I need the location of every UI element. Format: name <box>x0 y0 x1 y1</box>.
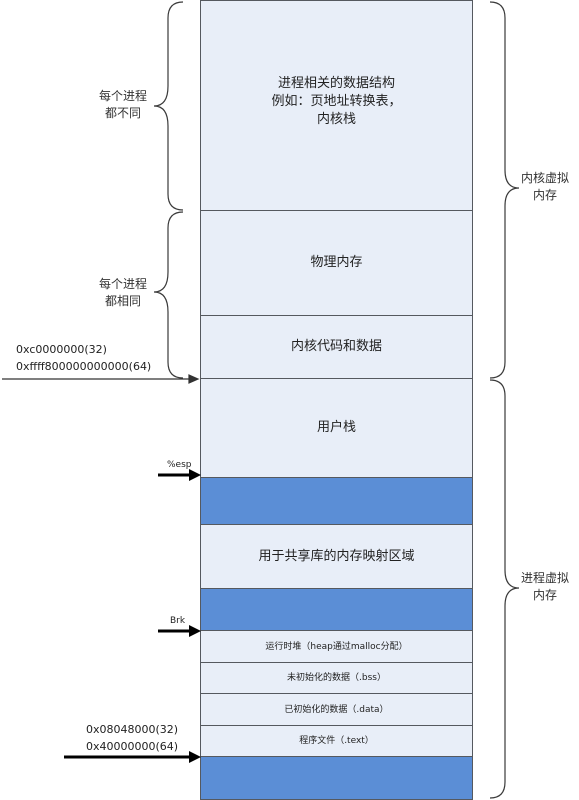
right-brace-process-virtual <box>489 379 520 799</box>
esp-pointer-label: %esp <box>167 460 192 470</box>
user-stack-block: 用户栈 <box>200 378 473 478</box>
text-base-address: 0x08048000(32) 0x40000000(64) <box>86 723 179 753</box>
shared-library-label: 用于共享库的内存映射区域 <box>258 548 415 564</box>
data-label: 已初始化的数据（.data） <box>284 704 389 715</box>
kernel-code-block: 内核代码和数据 <box>200 315 473 379</box>
kernel-code-label: 内核代码和数据 <box>290 339 382 354</box>
esp-arrowhead <box>189 469 201 481</box>
kernel-base-address: 0xc0000000(32) 0xffff800000000000(64) <box>16 343 152 373</box>
low-unmapped-region <box>200 756 473 800</box>
bss-label: 未初始化的数据（.bss） <box>287 673 386 683</box>
heap-free-region <box>200 588 473 631</box>
right-brace-kernel-virtual <box>489 1 520 379</box>
text-base-arrowhead <box>189 751 201 763</box>
per-process-same-label: 每个进程 都相同 <box>98 277 147 308</box>
stack-free-region <box>200 477 473 525</box>
brk-pointer-label: Brk <box>170 616 186 626</box>
shared-library-block: 用于共享库的内存映射区域 <box>200 524 473 589</box>
kernel-base-arrowhead <box>188 374 200 384</box>
physical-memory-label: 物理内存 <box>310 255 363 270</box>
heap-label: 运行时堆（heap通过malloc分配） <box>265 641 408 652</box>
user-stack-label: 用户栈 <box>316 420 356 435</box>
kernel-structures-label: 进程相关的数据结构 例如：页地址转换表， 内核栈 <box>271 76 402 127</box>
left-brace-per-process-same <box>153 211 184 379</box>
brk-arrowhead <box>189 625 201 637</box>
kernel-structures-block: 进程相关的数据结构 例如：页地址转换表， 内核栈 <box>200 0 473 211</box>
physical-memory-block: 物理内存 <box>200 210 473 316</box>
left-brace-per-process-diff <box>153 1 184 211</box>
text-label: 程序文件（.text） <box>299 736 374 746</box>
kernel-virtual-memory-label: 内核虚拟 内存 <box>520 171 569 202</box>
data-block: 已初始化的数据（.data） <box>200 693 473 726</box>
process-virtual-memory-label: 进程虚拟 内存 <box>520 571 569 602</box>
per-process-diff-label: 每个进程 都不同 <box>98 89 147 120</box>
